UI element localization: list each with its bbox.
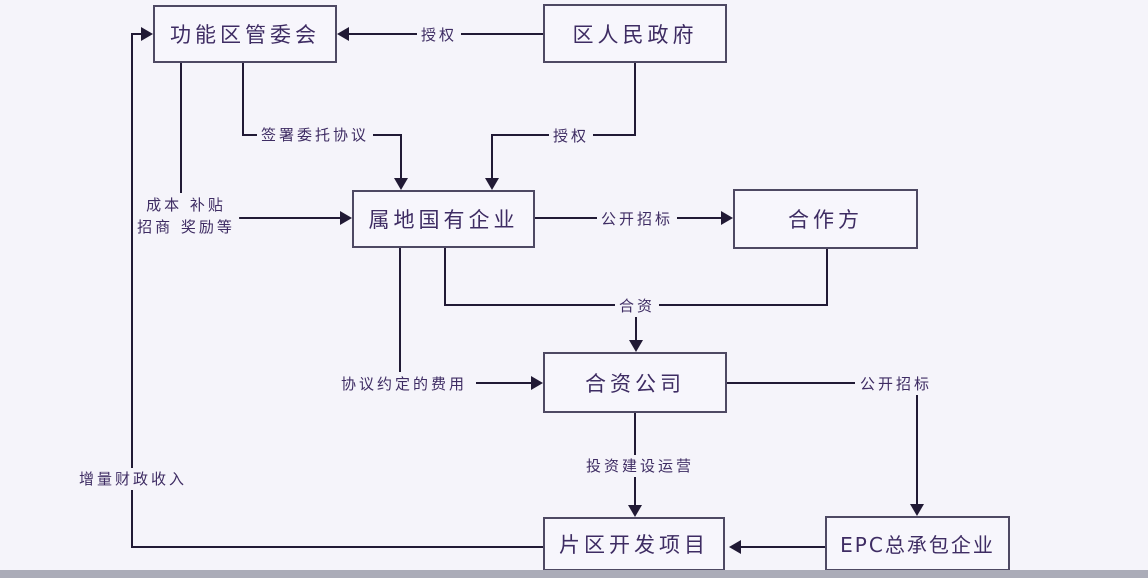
node-jv-label: 合资公司	[585, 371, 685, 396]
edge-entrust-line-v1	[242, 63, 244, 136]
edge-label-subsidy-line1: 成本 补贴	[146, 196, 226, 214]
node-jv: 合资公司	[543, 352, 727, 413]
edge-joint-line-v3	[635, 304, 637, 342]
node-government-label: 区人民政府	[572, 22, 698, 47]
edge-authorize-soe-line-v1	[634, 63, 636, 136]
node-committee-label: 功能区管委会	[170, 23, 320, 47]
node-soe: 属地国有企业	[352, 190, 535, 248]
node-partner-label: 合作方	[788, 208, 863, 232]
arrowhead-left-icon	[729, 540, 741, 554]
edge-label-subsidy-line2: 招商 奖励等	[137, 218, 235, 236]
edge-revenue-line-h2	[131, 33, 143, 35]
edge-fee-line-v	[399, 248, 401, 372]
node-committee: 功能区管委会	[153, 5, 337, 63]
edge-label-entrust: 签署委托协议	[256, 124, 374, 146]
edge-revenue-line-v	[131, 33, 133, 548]
edge-fee-line-h	[476, 382, 533, 384]
arrowhead-down-icon	[628, 505, 642, 517]
edge-subsidy-line-h	[238, 217, 342, 219]
node-soe-label: 属地国有企业	[368, 208, 519, 232]
node-epc: EPC总承包企业	[825, 516, 1010, 571]
edge-joint-line-v1	[444, 248, 446, 306]
edge-revenue-line-h1	[132, 546, 543, 548]
edge-bid-jv-line-h	[727, 382, 855, 384]
arrowhead-down-icon	[485, 178, 499, 190]
arrowhead-down-icon	[394, 178, 408, 190]
arrowhead-right-icon	[340, 211, 352, 225]
arrowhead-left-icon	[337, 27, 349, 41]
edge-label-revenue: 增量财政收入	[74, 468, 192, 490]
edge-label-subsidy: 成本 补贴 招商 奖励等	[133, 194, 239, 238]
edge-label-authorize-committee: 授权	[416, 24, 462, 46]
edge-label-authorize-soe: 授权	[548, 125, 594, 147]
edge-entrust-line-v2	[400, 134, 402, 180]
edge-authorize-soe-line-v2	[491, 134, 493, 180]
edge-epc-project-line	[740, 546, 825, 548]
edge-subsidy-line-v	[180, 63, 182, 193]
edge-label-joint-venture: 合资	[614, 295, 660, 317]
edge-label-invest: 投资建设运营	[581, 455, 699, 477]
screenshot-bottom-bar	[0, 570, 1148, 578]
arrowhead-right-icon	[721, 211, 733, 225]
arrowhead-down-icon	[629, 340, 643, 352]
node-project-label: 片区开发项目	[559, 533, 709, 557]
edge-bid-jv-line-v	[916, 392, 918, 506]
edge-label-bid-soe: 公开招标	[596, 208, 678, 230]
arrowhead-down-icon	[910, 504, 924, 516]
node-partner: 合作方	[733, 189, 918, 249]
arrowhead-right-icon	[531, 376, 543, 390]
node-epc-label: EPC总承包企业	[840, 533, 995, 557]
edge-joint-line-v2	[826, 249, 828, 306]
arrowhead-right-icon	[141, 27, 153, 41]
edge-label-bid-jv: 公开招标	[855, 373, 937, 395]
edge-label-fee: 协议约定的费用	[336, 373, 472, 395]
node-government: 区人民政府	[543, 4, 727, 63]
node-project: 片区开发项目	[543, 517, 725, 571]
